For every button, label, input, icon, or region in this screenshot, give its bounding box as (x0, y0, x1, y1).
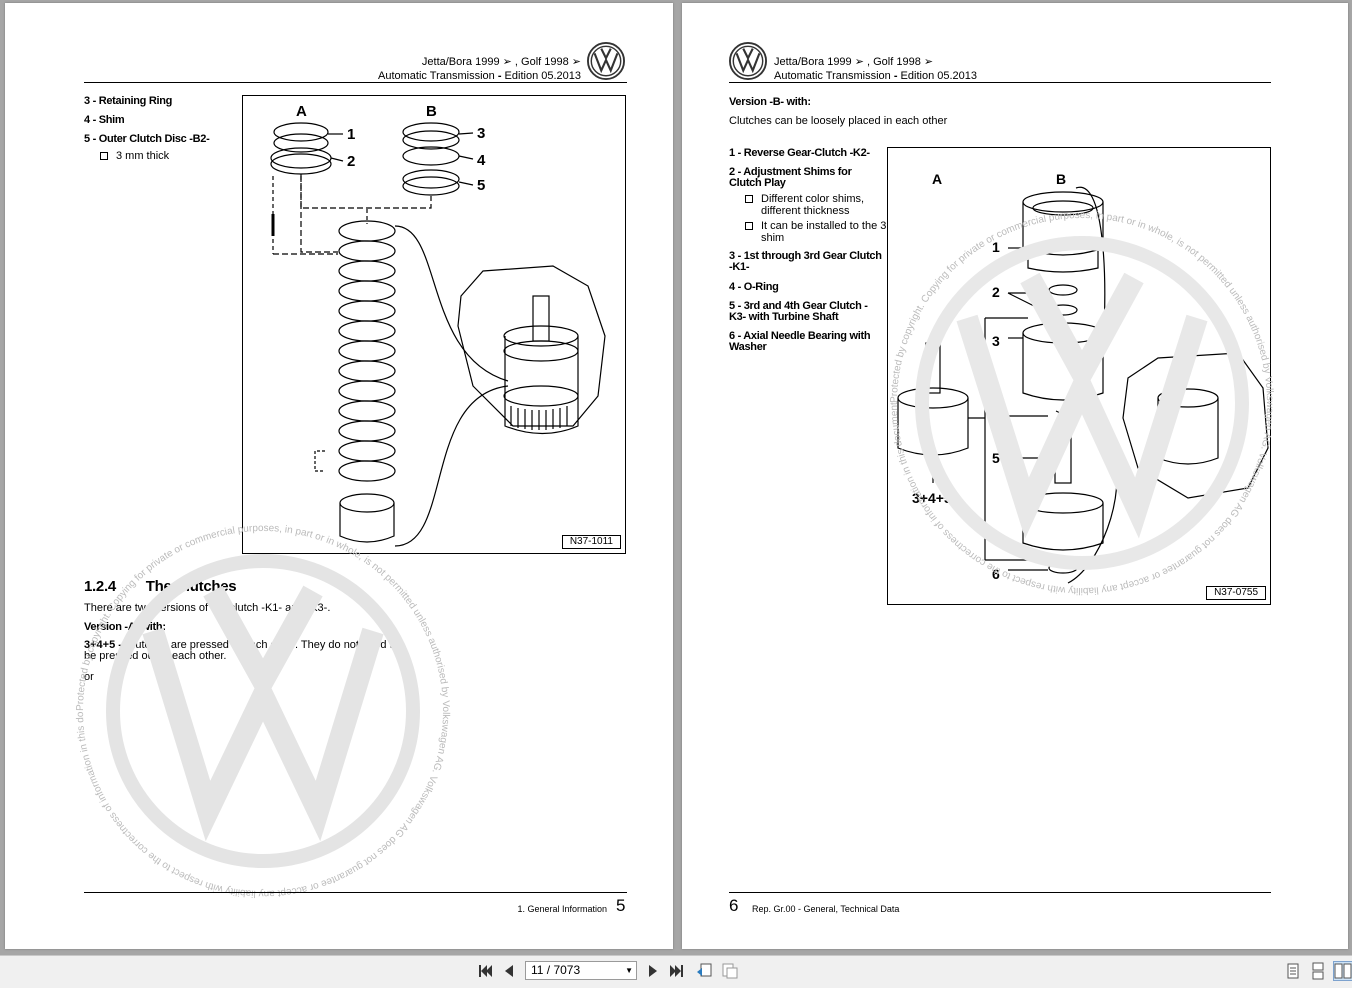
footer-rule (84, 892, 627, 893)
fig2-code: N37-0755 (1206, 586, 1266, 600)
left-header: Jetta/Bora 1999 ➢ , Golf 1998 ➢ Automati… (378, 55, 581, 83)
left-bullet: 3 mm thick (98, 150, 169, 162)
clutch-drawing-2: A B 1 2 3 4 5 6 3+4+5 (897, 171, 1269, 584)
facing-pages-icon (1334, 963, 1352, 979)
facing-view-button[interactable] (1333, 961, 1352, 981)
version-b-heading: Version -B- with: (729, 96, 811, 108)
clutch-figure-2: A B 1 2 3 4 5 6 3+4+5 N37-0755 (887, 147, 1271, 605)
right-item-6: 6 - Axial Needle Bearing with Washer (729, 330, 871, 353)
page-number-value: 11 / 7073 (531, 963, 581, 977)
section-title: The Clutches (145, 578, 237, 595)
previous-page-icon (505, 965, 513, 977)
clutch-versions-text: There are two versions of the clutch -K1… (84, 602, 331, 614)
section-heading: 1.2.4 The Clutches (84, 578, 237, 595)
right-bullet-1: Different color shims, different thickne… (743, 193, 901, 217)
previous-page-button[interactable] (500, 962, 518, 980)
first-page-button[interactable] (476, 962, 494, 980)
fig2-combo: 3+4+5 (912, 490, 952, 506)
next-page-icon (649, 965, 657, 977)
right-item-4: 4 - O-Ring (729, 281, 779, 293)
left-page: Jetta/Bora 1999 ➢ , Golf 1998 ➢ Automati… (5, 3, 673, 949)
left-header-line2: Automatic Transmission - Edition 05.2013 (378, 70, 581, 82)
left-item-5: 5 - Outer Clutch Disc -B2- (84, 133, 210, 145)
right-page: Jetta/Bora 1999 ➢ , Golf 1998 ➢ Automati… (682, 3, 1348, 949)
version-b-intro: Clutches can be loosely placed in each o… (729, 115, 948, 127)
single-page-icon (1287, 963, 1299, 979)
back-view-icon (697, 963, 712, 977)
navigation-toolbar: 11 / 7073 ▼ (0, 955, 1352, 988)
footer-rule (729, 892, 1271, 893)
fig1-callout-4: 4 (477, 152, 486, 169)
header-rule (729, 82, 1271, 83)
fig2-label-b: B (1056, 171, 1066, 187)
version-a-desc: 3+4+5 - Clutches are pressed in each oth… (84, 639, 399, 662)
right-header: Jetta/Bora 1999 ➢ , Golf 1998 ➢ Automati… (774, 55, 977, 83)
left-header-line1: Jetta/Bora 1999 ➢ , Golf 1998 ➢ (421, 56, 581, 68)
fig1-callout-3: 3 (477, 125, 485, 142)
fig2-label-a: A (932, 171, 942, 187)
vw-logo-icon (587, 42, 625, 80)
left-item-3: 3 - Retaining Ring (84, 95, 173, 107)
fig1-code: N37-1011 (561, 535, 621, 549)
fig2-callout-1: 1 (992, 239, 1000, 255)
page-number-input[interactable]: 11 / 7073 ▼ (525, 961, 637, 980)
dropdown-arrow-icon[interactable]: ▼ (625, 966, 633, 975)
fig2-callout-3: 3 (992, 333, 1000, 349)
right-item-5: 5 - 3rd and 4th Gear Clutch - K3- with T… (729, 300, 868, 323)
continuous-view-button[interactable] (1309, 962, 1327, 980)
right-footer-text: Rep. Gr.00 - General, Technical Data (752, 904, 900, 914)
fig1-callout-5: 5 (477, 177, 485, 194)
fig1-callout-1: 1 (347, 126, 355, 143)
right-bullet-2: It can be installed to the 3rd shim (743, 220, 901, 244)
left-item-4: 4 - Shim (84, 114, 125, 126)
next-page-button[interactable] (644, 962, 662, 980)
last-page-button[interactable] (668, 962, 686, 980)
go-back-view-button[interactable] (695, 962, 713, 980)
fig1-label-a: A (296, 103, 307, 120)
fig2-callout-5: 5 (992, 450, 1000, 466)
last-page-icon (670, 965, 683, 977)
version-a-heading: Version -A- with: (84, 621, 166, 633)
right-page-number: 6 (729, 896, 739, 915)
clutch-drawing-1: A B 1 2 3 4 5 (270, 103, 606, 547)
left-page-number: 5 (616, 896, 626, 915)
right-header-line2: Automatic Transmission - Edition 05.2013 (774, 70, 977, 82)
left-footer-text: 1. General Information (517, 904, 607, 914)
or-text: or (84, 671, 94, 683)
single-page-view-button[interactable] (1284, 962, 1302, 980)
section-number: 1.2.4 (84, 578, 116, 595)
right-item-2: 2 - Adjustment Shims for Clutch Play (729, 166, 852, 189)
right-item-1: 1 - Reverse Gear-Clutch -K2- (729, 147, 870, 159)
forward-view-icon (722, 963, 738, 979)
fig2-callout-4: 4 (992, 408, 1000, 424)
first-page-icon (479, 965, 492, 977)
right-item-3: 3 - 1st through 3rd Gear Clutch -K1- (729, 250, 882, 273)
fig2-callout-6: 6 (992, 566, 1000, 582)
fig1-label-b: B (426, 103, 437, 120)
continuous-page-icon (1312, 962, 1324, 980)
right-header-line1: Jetta/Bora 1999 ➢ , Golf 1998 ➢ (774, 56, 934, 68)
vw-logo-icon (729, 42, 767, 80)
fig2-callout-2: 2 (992, 284, 1000, 300)
clutch-figure-1: A B 1 2 3 4 5 N37-1011 (242, 95, 626, 554)
fig1-callout-2: 2 (347, 153, 355, 170)
go-forward-view-button[interactable] (721, 962, 739, 980)
header-rule (84, 82, 627, 83)
